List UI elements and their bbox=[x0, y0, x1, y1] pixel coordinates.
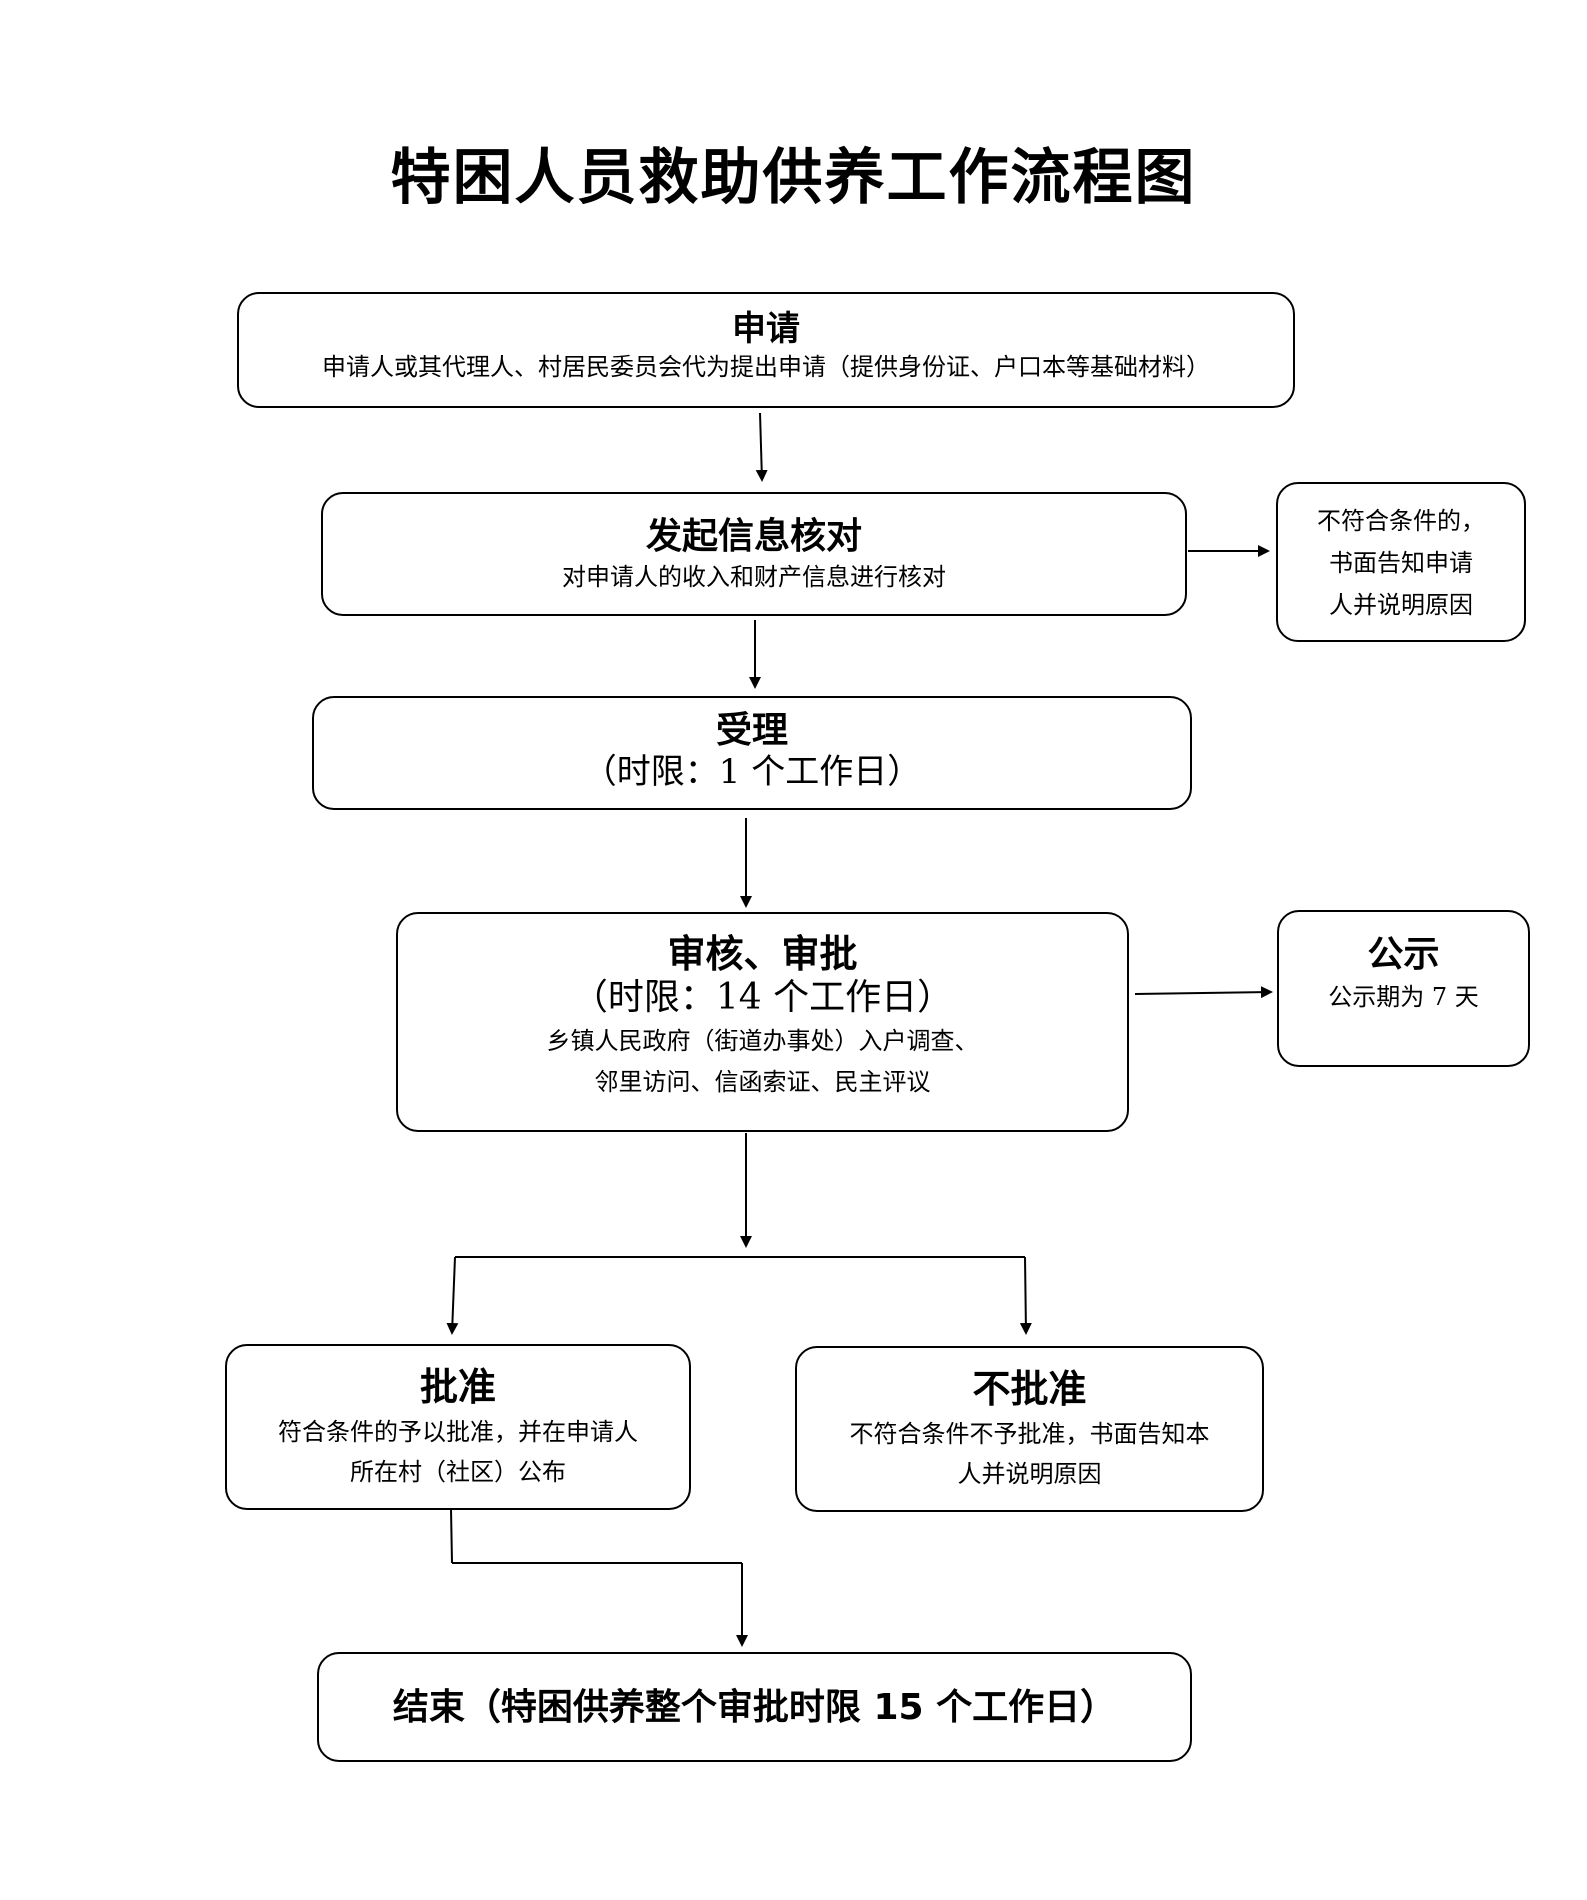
deny-heading: 不批准 bbox=[972, 1367, 1087, 1411]
apply-step-heading: 申请 bbox=[732, 309, 800, 349]
deny-box: 不批准 不符合条件不予批准，书面告知本 人并说明原因 bbox=[795, 1346, 1264, 1512]
reject-notice-line-1: 不符合条件的， bbox=[1317, 507, 1485, 535]
end-box: 结束（特困供养整个审批时限 15 个工作日） bbox=[317, 1652, 1192, 1762]
review-step-detail-line-2: 邻里访问、信函索证、民主评议 bbox=[594, 1068, 931, 1096]
accept-step-heading: 受理 bbox=[715, 710, 788, 751]
reject-notice-line-2: 书面告知申请 bbox=[1329, 549, 1473, 577]
review-step-detail-line-1: 乡镇人民政府（街道办事处）入户调查、 bbox=[546, 1027, 979, 1055]
deny-detail-line-1: 不符合条件不予批准，书面告知本 bbox=[849, 1420, 1210, 1448]
approve-detail-line-2: 所在村（社区）公布 bbox=[350, 1458, 566, 1486]
review-step-time-limit: （时限：14 个工作日） bbox=[571, 977, 954, 1018]
arrow-apply-to-verify bbox=[755, 412, 768, 482]
publicity-detail: 公示期为 7 天 bbox=[1328, 983, 1479, 1011]
deny-detail-line-2: 人并说明原因 bbox=[957, 1460, 1102, 1488]
apply-step-box: 申请 申请人或其代理人、村居民委员会代为提出申请（提供身份证、户口本等基础材料） bbox=[237, 292, 1295, 408]
apply-step-detail: 申请人或其代理人、村居民委员会代为提出申请（提供身份证、户口本等基础材料） bbox=[322, 353, 1210, 381]
accept-step-time-limit: （时限：1 个工作日） bbox=[582, 752, 922, 792]
approve-box: 批准 符合条件的予以批准，并在申请人 所在村（社区）公布 bbox=[225, 1344, 691, 1510]
review-step-heading: 审核、审批 bbox=[667, 932, 858, 976]
page-title: 特困人员救助供养工作流程图 bbox=[390, 143, 1197, 213]
end-text: 结束（特困供养整个审批时限 15 个工作日） bbox=[392, 1687, 1117, 1728]
approve-down-line bbox=[450, 1508, 453, 1564]
arrow-branch-to-deny bbox=[1019, 1256, 1032, 1335]
arrow-review-to-publicity bbox=[1134, 986, 1273, 999]
reject-notice-box: 不符合条件的， 书面告知申请 人并说明原因 bbox=[1276, 482, 1526, 642]
arrow-branch-to-approve bbox=[446, 1256, 459, 1335]
review-step-box: 审核、审批 （时限：14 个工作日） 乡镇人民政府（街道办事处）入户调查、 邻里… bbox=[396, 912, 1129, 1132]
publicity-heading: 公示 bbox=[1367, 934, 1440, 975]
publicity-box: 公示 公示期为 7 天 bbox=[1277, 910, 1530, 1067]
approve-heading: 批准 bbox=[419, 1365, 496, 1409]
verify-step-heading: 发起信息核对 bbox=[645, 516, 862, 557]
reject-notice-line-3: 人并说明原因 bbox=[1329, 591, 1473, 619]
verify-step-box: 发起信息核对 对申请人的收入和财产信息进行核对 bbox=[321, 492, 1187, 616]
approve-detail-line-1: 符合条件的予以批准，并在申请人 bbox=[278, 1418, 638, 1446]
accept-step-box: 受理 （时限：1 个工作日） bbox=[312, 696, 1192, 810]
verify-step-detail: 对申请人的收入和财产信息进行核对 bbox=[562, 563, 946, 591]
